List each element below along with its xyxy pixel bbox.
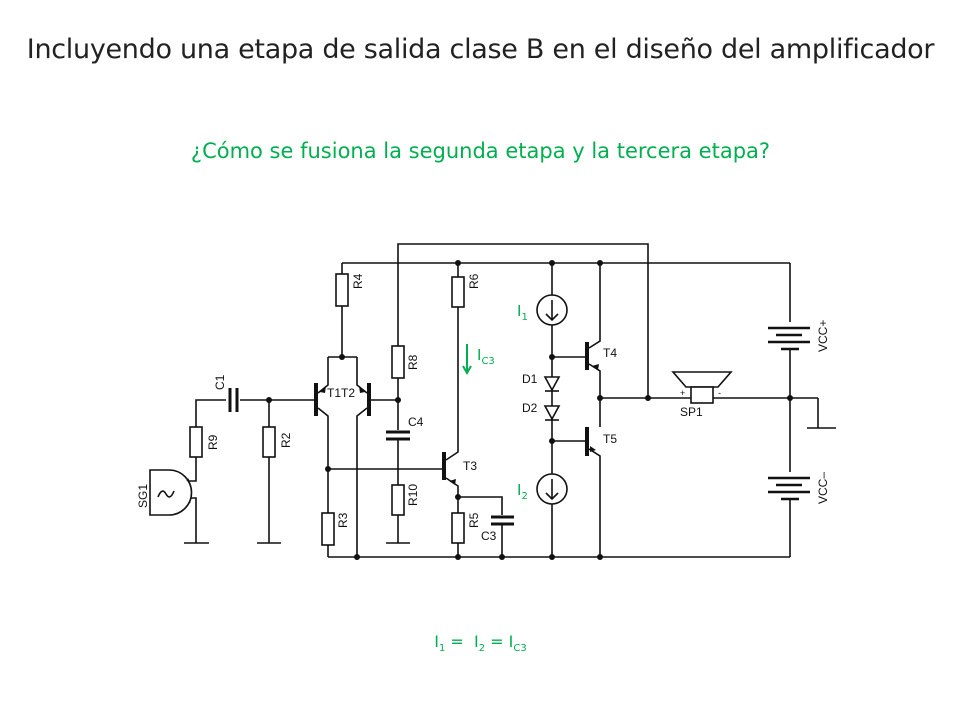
label-ic3: IC3 [477,346,495,367]
label-c4: C4 [408,415,424,429]
junction-dots [266,260,793,560]
label-c1: C1 [213,374,227,390]
capacitors [226,388,514,526]
batteries [768,322,810,501]
speaker-icon [671,371,733,404]
label-vcc-minus: VCC– [816,472,830,504]
label-d2: D2 [522,401,538,415]
label-d1: D1 [522,372,538,386]
label-t1t2: T1T2 [327,386,355,400]
label-sp-minus: - [718,388,721,398]
current-sources [536,294,568,505]
slide-title: Incluyendo una etapa de salida clase B e… [26,34,935,65]
label-t5: T5 [603,432,617,446]
label-vcc-plus: VCC+ [816,320,830,352]
label-r10: R10 [406,484,420,506]
label-c3: C3 [481,529,497,543]
label-plus: + [186,476,191,486]
label-t3: T3 [463,459,477,473]
slide-question: ¿Cómo se fusiona la segunda etapa y la t… [190,139,771,163]
resistors [189,273,465,546]
label-t4: T4 [603,346,617,360]
label-sp-plus: + [680,388,685,398]
label-sg1: SG1 [136,484,150,508]
label-r6: R6 [467,273,481,289]
label-r3: R3 [336,512,350,528]
label-r9: R9 [206,434,220,450]
current-arrow-icon [462,344,472,376]
label-minus: - [188,497,191,507]
current-equation: I1 = I2 = IC3 [434,632,527,655]
label-r4: R4 [351,273,365,289]
component-labels: SG1 + - R9 C1 R2 R4 T1T2 R3 R8 C4 R10 R6… [136,273,830,543]
label-i2: I2 [517,481,528,502]
signal-generator-icon [149,469,193,516]
wires [180,243,836,558]
current-annotations: IC3 I1 I2 [462,302,528,502]
label-r5: R5 [467,512,481,528]
diodes [543,376,561,421]
transistors [314,342,599,485]
label-i1: I1 [517,302,528,323]
label-r8: R8 [406,354,420,370]
label-sp1: SP1 [680,405,703,419]
label-r2: R2 [279,432,293,448]
